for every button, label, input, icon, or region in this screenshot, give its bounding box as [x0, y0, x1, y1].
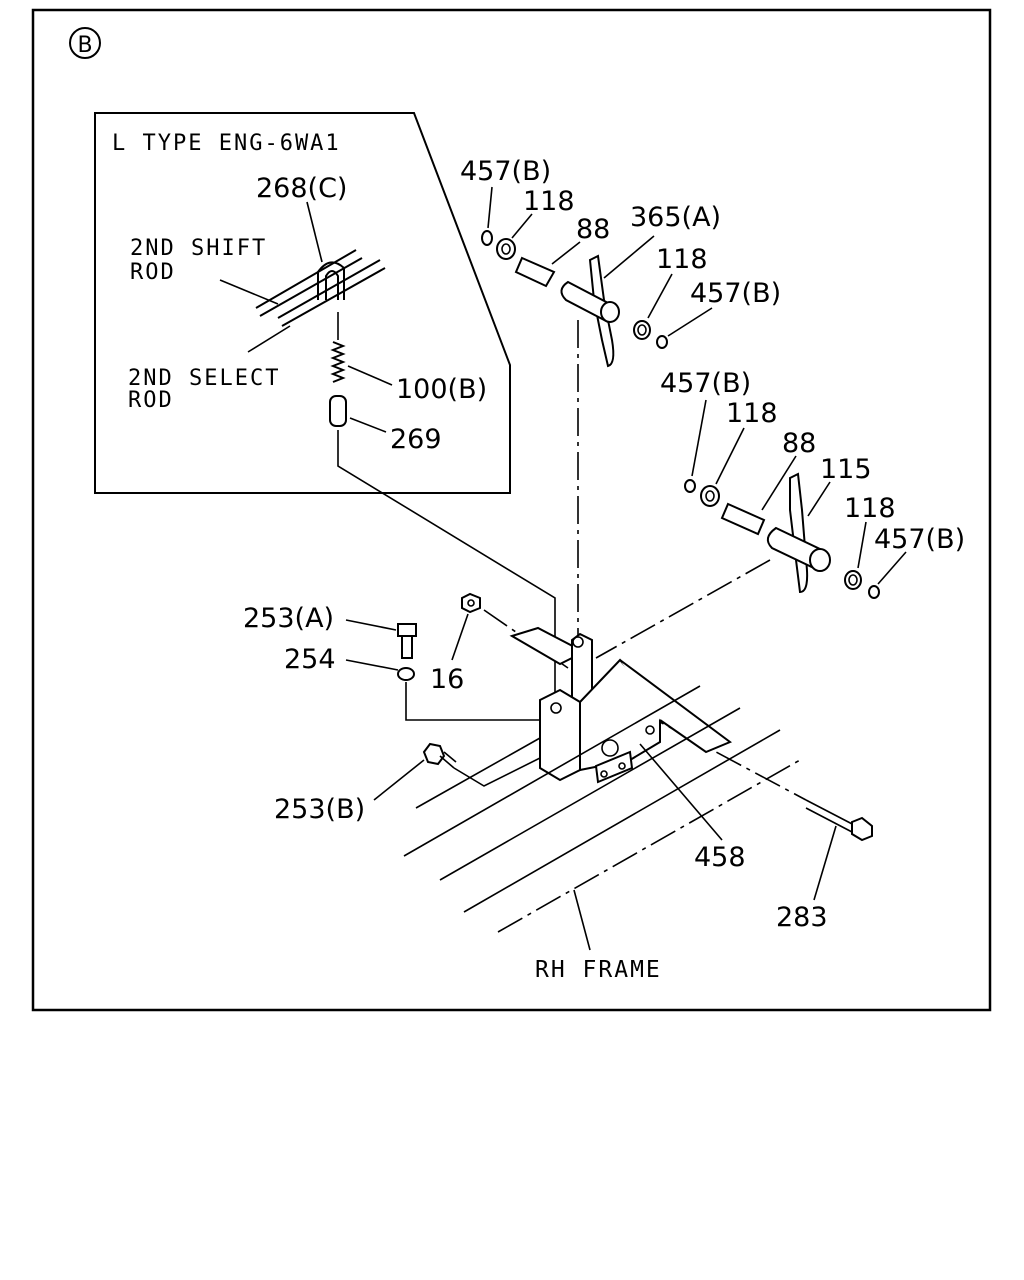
callout-253a: 253(A) [243, 603, 334, 634]
callout-16: 16 [430, 664, 464, 695]
pin-88-1 [514, 256, 556, 288]
bushing-118-4 [844, 570, 862, 590]
callout-457b-4: 457(B) [874, 524, 965, 555]
clip-457b-2 [656, 335, 668, 349]
view-marker: B [69, 27, 101, 59]
callout-100b: 100(B) [396, 374, 487, 405]
bolt-283: 283 [776, 799, 873, 933]
callout-118-1: 118 [523, 186, 575, 217]
rh-frame: RH FRAME [403, 685, 801, 983]
callout-457b-1: 457(B) [460, 156, 551, 187]
callout-118-4: 118 [844, 493, 896, 524]
callout-118-2: 118 [656, 244, 708, 275]
bushing-118-3 [700, 485, 720, 507]
shift-rod-label-2: ROD [130, 260, 176, 285]
select-rod-label-2: ROD [128, 388, 174, 413]
upper-lever-assembly: 457(B) 118 88 365(A) 118 457(B) [460, 156, 781, 368]
callout-88-1: 88 [576, 214, 610, 245]
clip-457b-3 [684, 479, 696, 493]
bushing-118-2 [633, 320, 651, 340]
clip-457b-4 [868, 585, 880, 599]
inset-title: L TYPE ENG-6WA1 [112, 131, 341, 156]
callout-88-2: 88 [782, 428, 816, 459]
callout-365a: 365(A) [630, 202, 721, 233]
bolt-253a: 253(A) [243, 603, 417, 659]
callout-458: 458 [694, 842, 746, 873]
select-rod [277, 259, 386, 327]
clip-268c [317, 261, 345, 300]
washer-254: 254 [284, 644, 415, 681]
callout-283: 283 [776, 902, 828, 933]
callout-253b: 253(B) [274, 794, 365, 825]
pin-88-2 [720, 502, 766, 536]
frame-label: RH FRAME [535, 957, 662, 983]
callout-118-3: 118 [726, 398, 778, 429]
inset-panel: L TYPE ENG-6WA1 2ND SHIFT ROD 2ND SELECT… [94, 112, 511, 494]
select-rod-label-1: 2ND SELECT [128, 366, 280, 391]
lower-lever-assembly: 457(B) 118 88 115 118 457(B) [660, 368, 965, 599]
bolt-253b: 253(B) [274, 742, 457, 825]
callout-269: 269 [390, 424, 442, 455]
callout-457b-3: 457(B) [660, 368, 751, 399]
clip-457b-1 [481, 230, 493, 246]
lever-115 [789, 472, 809, 594]
callout-268c: 268(C) [256, 173, 347, 204]
nut-16: 16 [430, 592, 481, 695]
bracket-458: 458 [509, 626, 746, 873]
callout-115: 115 [820, 454, 872, 485]
spring-100b [330, 341, 346, 383]
bushing-118-1 [496, 238, 516, 260]
diagram-border [31, 8, 992, 1012]
shift-rod [255, 249, 363, 317]
pin-269 [329, 395, 347, 427]
callout-457b-2: 457(B) [690, 278, 781, 309]
callout-254: 254 [284, 644, 336, 675]
view-marker-letter: B [77, 33, 92, 58]
shift-rod-label-1: 2ND SHIFT [130, 236, 267, 261]
